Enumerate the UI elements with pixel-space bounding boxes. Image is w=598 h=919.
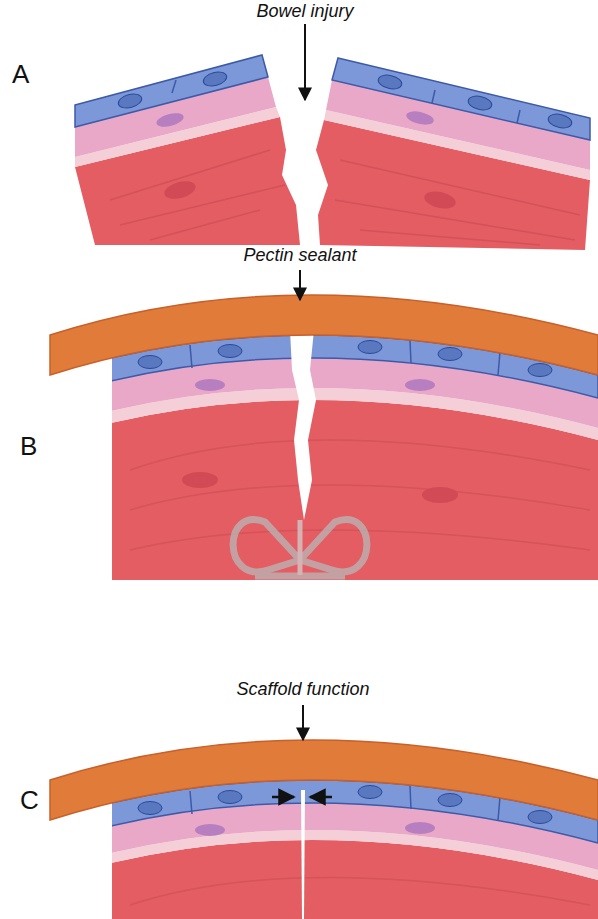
migration-arrow [310, 796, 332, 799]
pectin-band [50, 740, 598, 820]
sealed-tissue-b [112, 330, 598, 580]
caption-label: Scaffold function [236, 680, 369, 700]
panel-letter: C [20, 786, 39, 815]
injured-tissue-a [75, 55, 590, 250]
leader-arrow [304, 24, 306, 100]
panel-letter: A [12, 60, 29, 89]
leader-arrow [302, 705, 304, 740]
migration-arrow [272, 796, 294, 799]
caption-label: Bowel injury [256, 2, 353, 22]
leader-arrow [299, 270, 301, 300]
staple-symbol [233, 520, 367, 576]
caption-label: Pectin sealant [243, 246, 356, 266]
pectin-band [50, 295, 598, 375]
panel-letter: B [20, 432, 37, 461]
